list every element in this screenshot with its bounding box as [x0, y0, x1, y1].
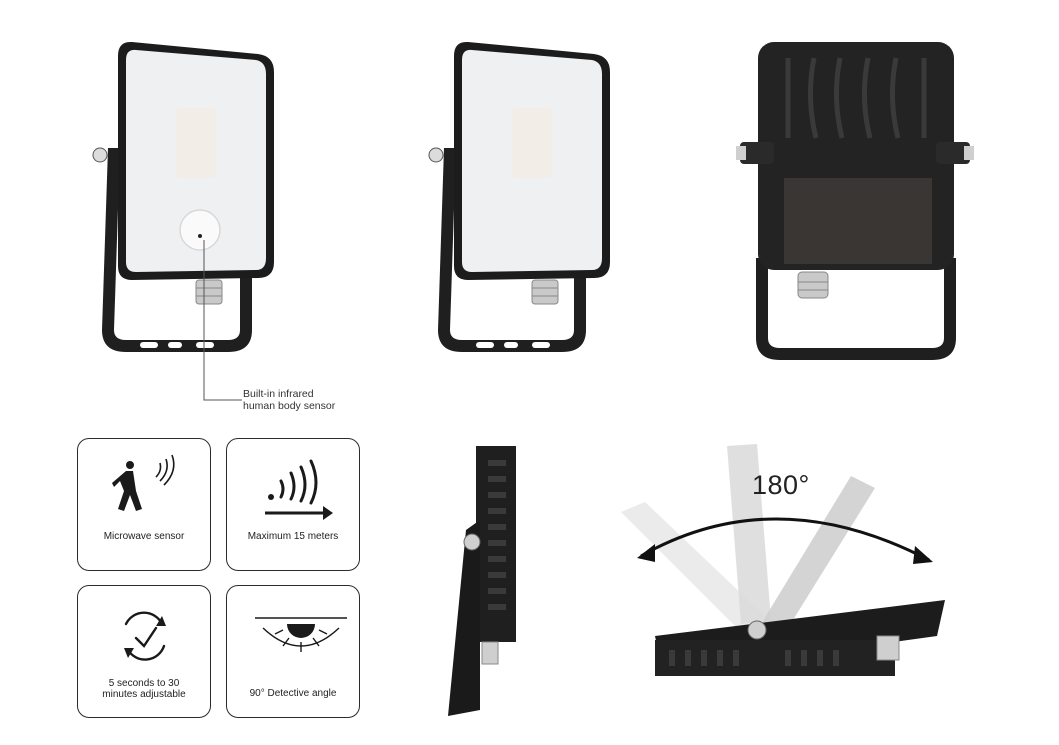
feature-label: 90° Detective angle — [231, 688, 355, 699]
feature-label-line: 90° Detective angle — [249, 688, 337, 699]
feature-card-microwave-sensor: Microwave sensor — [77, 438, 211, 571]
product-side-profile — [440, 440, 530, 720]
feature-label-line: Microwave sensor — [103, 531, 185, 542]
feature-label-line: 5 seconds to 30 — [108, 678, 180, 689]
rotation-angle-label: 180° — [752, 470, 810, 500]
product-front-with-sensor — [80, 30, 290, 370]
feature-label-line: minutes adjustable — [102, 689, 186, 700]
callout-line-2: human body sensor — [243, 400, 336, 412]
timer-check-icon — [78, 598, 210, 676]
sensor-callout-text: Built-in infrared human body sensor — [243, 388, 335, 412]
feature-label: Microwave sensor — [82, 531, 206, 542]
signal-range-arrow-icon — [227, 451, 359, 529]
walking-person-sensor-icon — [78, 451, 210, 529]
product-front-no-sensor — [420, 30, 620, 370]
rotation-diagram — [615, 440, 955, 720]
feature-card-detection-angle: 90° Detective angle — [226, 585, 360, 718]
feature-card-timer: 5 seconds to 30 minutes adjustable — [77, 585, 211, 718]
callout-leader-line — [203, 240, 242, 401]
product-back-view — [736, 38, 976, 368]
feature-label-line: Maximum 15 meters — [247, 531, 339, 542]
feature-card-max-range: Maximum 15 meters — [226, 438, 360, 571]
callout-line-1: Built-in infrared — [243, 388, 314, 400]
feature-label: 5 seconds to 30 minutes adjustable — [82, 678, 206, 700]
detection-angle-icon — [227, 598, 359, 676]
feature-label: Maximum 15 meters — [231, 531, 355, 542]
